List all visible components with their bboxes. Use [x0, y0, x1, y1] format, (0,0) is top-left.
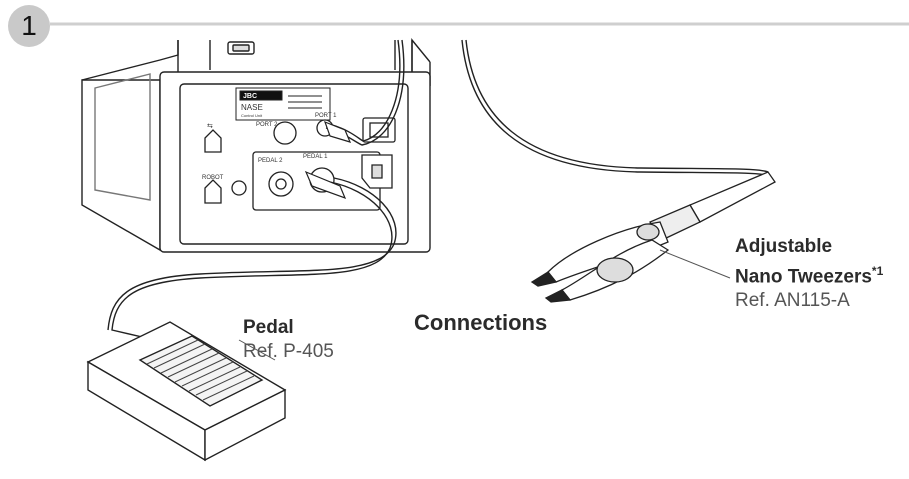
- tweezers-name-line1: Adjustable: [735, 236, 833, 257]
- port-2-label: PORT 2: [256, 122, 278, 128]
- nano-tweezers: [530, 171, 776, 303]
- step-number-badge: 1: [8, 5, 50, 47]
- model-subtitle: Control Unit: [241, 113, 263, 118]
- tweezers-cable: [325, 39, 771, 177]
- pedal-cable: [107, 177, 397, 341]
- port-2-socket: [273, 121, 297, 145]
- pedal-ref: Ref. P-405: [243, 341, 334, 362]
- model-name: NASE: [241, 103, 263, 112]
- control-unit: [81, 38, 431, 253]
- pedal-tread-ridges: [146, 339, 255, 401]
- brand-logo: JBC: [243, 93, 257, 100]
- foot-pedal: [86, 321, 287, 462]
- tweezers-callout-line: [659, 249, 731, 279]
- label-plate: [235, 87, 331, 121]
- svg-text:⇆: ⇆: [207, 123, 213, 130]
- tweezers-ref: Ref. AN115-A: [735, 290, 850, 312]
- front-panel-ports: [204, 117, 396, 211]
- tweezers-name-line2: Nano Tweezers*1: [735, 264, 884, 288]
- pedal-plug: [304, 170, 347, 200]
- footnote-mark: *1: [871, 264, 884, 278]
- port-1-label: PORT 1: [315, 113, 337, 119]
- pedal-name: Pedal: [243, 317, 294, 338]
- tweezers-label: Adjustable Nano Tweezers*1 Ref. AN115-A: [735, 235, 883, 313]
- pedal-2-label: PEDAL 2: [258, 158, 283, 164]
- pedal-1-label: PEDAL 1: [303, 154, 328, 160]
- usb-port: [204, 129, 222, 153]
- pedal-callout-line: [238, 339, 276, 361]
- pedal-label: Pedal Ref. P-405: [243, 316, 334, 364]
- robot-port: [204, 179, 222, 204]
- fuse-socket: [231, 180, 247, 196]
- connections-caption: Connections: [414, 310, 548, 335]
- robot-label: ROBOT: [202, 175, 224, 181]
